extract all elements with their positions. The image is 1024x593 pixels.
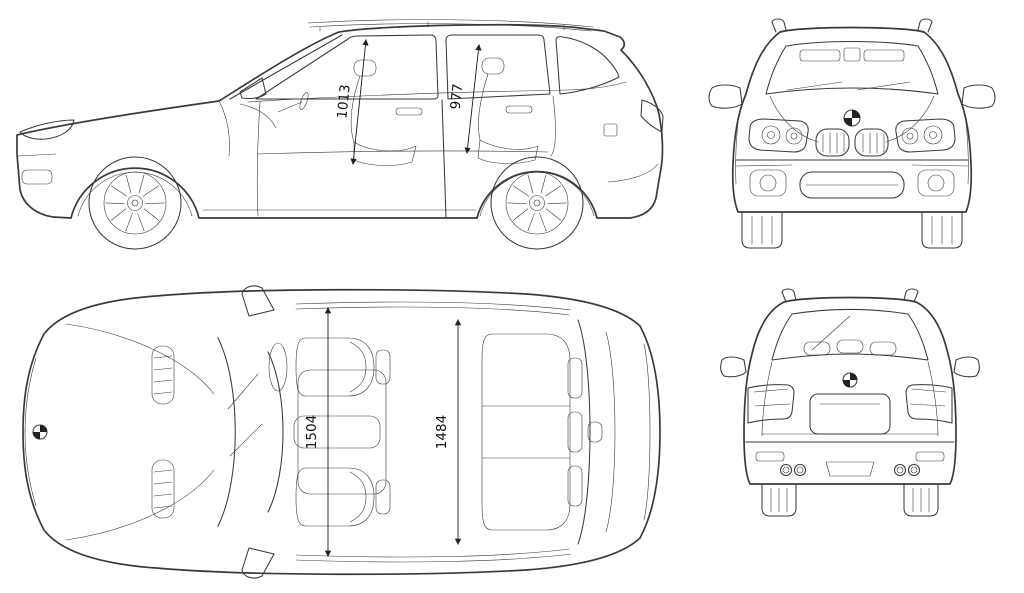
front-wheel bbox=[88, 156, 182, 250]
dimension-front-shoulder-width: 1504 bbox=[304, 307, 332, 557]
exhaust-tip bbox=[793, 463, 807, 477]
rear-window bbox=[771, 309, 929, 361]
right-reflector bbox=[915, 451, 945, 462]
front-seat-headrest bbox=[353, 59, 377, 77]
roof-rail-left bbox=[295, 301, 572, 316]
dimension-rear-shoulder-width: 1484 bbox=[434, 319, 462, 545]
antenna bbox=[587, 421, 603, 443]
hood-vent-left bbox=[151, 345, 175, 405]
driver-seat bbox=[295, 337, 375, 397]
rear-body-outline bbox=[743, 288, 957, 485]
left-headlight bbox=[748, 118, 809, 153]
top-roof bbox=[295, 301, 603, 563]
front-view bbox=[708, 18, 996, 249]
right-roof-rail bbox=[903, 288, 919, 303]
top-mirror-left bbox=[241, 285, 275, 317]
side-greenhouse bbox=[229, 34, 627, 218]
kidney-grille bbox=[815, 128, 889, 157]
side-rear-details bbox=[607, 99, 664, 183]
passenger-seat bbox=[295, 467, 375, 527]
front-bumper-intake bbox=[21, 169, 53, 185]
lower-intake bbox=[799, 171, 905, 199]
exhaust-tip bbox=[779, 463, 793, 477]
left-roof-rail bbox=[781, 288, 797, 303]
left-side-mirror bbox=[720, 356, 747, 378]
top-view: 1504 1484 bbox=[22, 285, 661, 579]
side-interior bbox=[239, 57, 539, 166]
exhaust-tip bbox=[907, 463, 921, 477]
rear-wheel bbox=[490, 156, 584, 250]
front-hood-lines bbox=[769, 95, 935, 143]
front-right-tire bbox=[921, 211, 963, 249]
left-sun-visor bbox=[799, 49, 841, 62]
bmw-roundel-icon bbox=[32, 424, 48, 440]
taillight bbox=[640, 99, 664, 133]
dimension-rear-headroom: 977 bbox=[448, 44, 482, 154]
rear-left-tire bbox=[761, 483, 797, 517]
wipers bbox=[227, 373, 263, 457]
left-taillight bbox=[747, 384, 795, 424]
left-roof-rail bbox=[771, 18, 787, 33]
right-headlight bbox=[895, 118, 956, 153]
top-rear-glass bbox=[577, 319, 616, 545]
right-sun-visor bbox=[863, 49, 905, 62]
front-left-tire bbox=[741, 211, 783, 249]
front-bumper bbox=[735, 159, 969, 199]
exhaust-tip bbox=[893, 463, 907, 477]
dimension-label-1504: 1504 bbox=[304, 415, 320, 449]
rear-seat-headrest bbox=[481, 57, 505, 75]
steering-wheel bbox=[268, 342, 288, 392]
right-fog-light bbox=[927, 174, 945, 192]
rearview-mirror bbox=[843, 47, 861, 62]
front-body-outline bbox=[731, 18, 973, 213]
rear-view bbox=[720, 288, 980, 517]
front-windshield bbox=[765, 40, 939, 95]
side-body-outline bbox=[16, 19, 664, 219]
right-taillight bbox=[905, 384, 953, 424]
rear-door-handle bbox=[505, 105, 533, 114]
roof-rail-right bbox=[295, 548, 572, 563]
front-wheel-arch bbox=[77, 172, 193, 217]
bmw-roundel-icon bbox=[842, 372, 858, 388]
dimension-label-1484: 1484 bbox=[434, 415, 450, 449]
rear-wheel-arch bbox=[479, 172, 595, 217]
rear-seat-cushion bbox=[477, 139, 539, 164]
hood-vent-right bbox=[151, 459, 175, 519]
side-mirror bbox=[239, 77, 267, 100]
top-mirror-right bbox=[241, 547, 275, 579]
dimension-label-1013: 1013 bbox=[334, 84, 354, 120]
rear-bumper bbox=[755, 451, 945, 477]
front-seat-cushion bbox=[353, 141, 417, 166]
top-hood bbox=[32, 323, 215, 541]
top-interior bbox=[268, 333, 583, 531]
rear-right-tire bbox=[903, 483, 939, 517]
rear-hatch bbox=[745, 393, 955, 443]
wipers bbox=[786, 81, 911, 91]
sunroof bbox=[297, 369, 387, 495]
left-side-mirror bbox=[708, 84, 743, 109]
rear-bench bbox=[481, 333, 571, 531]
center-console bbox=[293, 415, 381, 449]
right-side-mirror bbox=[953, 356, 980, 378]
right-roof-rail bbox=[917, 18, 933, 33]
rear-wiper bbox=[811, 315, 851, 351]
bmw-roundel-icon bbox=[843, 109, 861, 127]
steering-wheel bbox=[299, 92, 309, 110]
dimension-front-headroom: 1013 bbox=[334, 39, 369, 165]
left-fog-light bbox=[759, 174, 777, 192]
left-reflector bbox=[755, 451, 785, 462]
side-front-details bbox=[17, 100, 230, 185]
front-door-handle bbox=[395, 107, 423, 116]
fuel-door bbox=[603, 123, 618, 137]
top-windshield bbox=[217, 337, 284, 527]
headlight bbox=[19, 119, 75, 140]
right-side-mirror bbox=[961, 84, 996, 109]
tow-hitch-cover bbox=[825, 461, 875, 477]
dimension-label-977: 977 bbox=[448, 83, 467, 110]
top-body-outline bbox=[22, 288, 661, 576]
license-plate-recess bbox=[809, 393, 891, 435]
side-view: 1013 977 bbox=[16, 19, 664, 250]
